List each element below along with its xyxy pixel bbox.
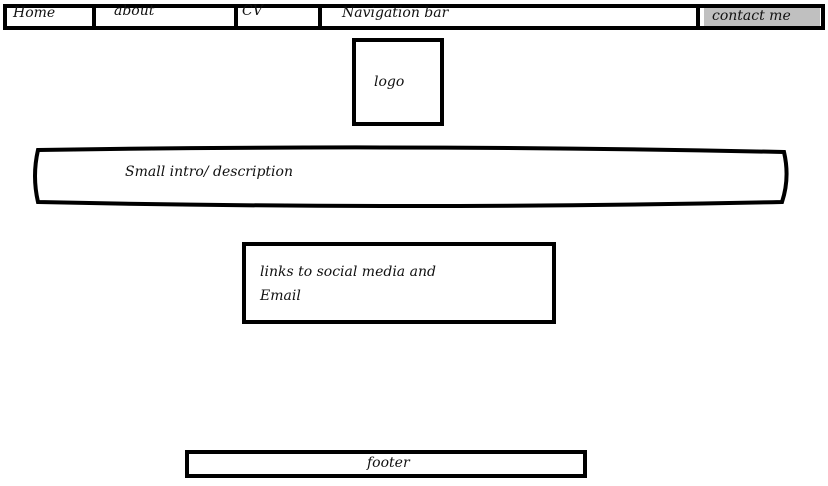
nav-separator — [696, 4, 700, 28]
nav-cv[interactable]: CV — [238, 4, 318, 28]
social-line-1: links to social media and — [260, 264, 436, 280]
social-links-box: links to social media and Email — [242, 242, 556, 324]
nav-title-label: Navigation bar — [342, 5, 449, 21]
navigation-bar — [3, 4, 825, 30]
intro-label: Small intro/ description — [125, 164, 293, 180]
footer-label: footer — [367, 455, 410, 471]
intro-outline — [33, 145, 789, 208]
nav-cv-label: CV — [242, 3, 263, 19]
nav-contact[interactable]: contact me — [704, 8, 820, 26]
nav-separator — [234, 4, 238, 28]
social-line-2: Email — [260, 288, 301, 304]
nav-home[interactable]: Home — [7, 4, 92, 28]
nav-contact-label: contact me — [712, 8, 791, 24]
nav-separator — [318, 4, 322, 28]
intro-shape — [33, 145, 789, 208]
nav-separator — [92, 4, 96, 28]
logo-label: logo — [374, 74, 405, 90]
footer: footer — [185, 450, 587, 478]
nav-title: Navigation bar — [322, 4, 696, 28]
nav-about[interactable]: about — [96, 4, 234, 28]
nav-about-label: about — [114, 3, 155, 19]
logo-placeholder: logo — [352, 38, 444, 126]
nav-home-label: Home — [13, 5, 56, 21]
